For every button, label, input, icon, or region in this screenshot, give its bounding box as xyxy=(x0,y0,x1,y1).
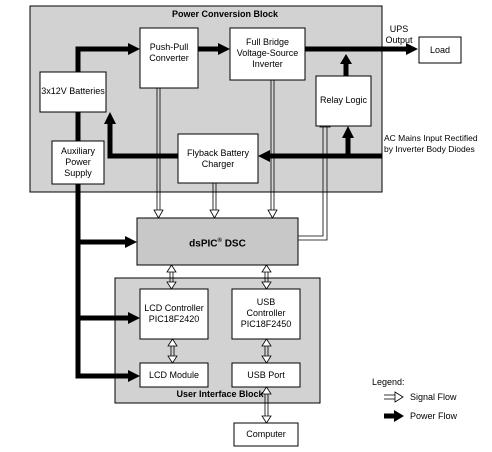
signal-arrowhead xyxy=(166,264,177,273)
signal-arrowhead xyxy=(261,264,272,273)
power-arrowhead xyxy=(258,150,270,162)
power-arrowhead xyxy=(406,43,418,55)
power-arrowhead xyxy=(340,54,352,64)
computer-box xyxy=(233,422,299,447)
legend-power-arrow-icon xyxy=(394,410,404,422)
dsc-label: dsPIC® DSC xyxy=(137,236,298,249)
power-arrowhead xyxy=(125,236,137,248)
signal-arrowhead xyxy=(261,386,272,395)
usb-controller-label: USB Controller PIC18F2450 xyxy=(240,297,292,329)
aux-supply-label: Auxiliary Power Supply xyxy=(60,146,95,178)
legend-symbols xyxy=(384,391,404,422)
power-conversion-title: Power Conversion Block xyxy=(171,9,279,19)
legend-signal-label: Signal Flow xyxy=(410,392,457,402)
dsc-suffix: DSC xyxy=(221,238,246,250)
computer-label: Computer xyxy=(246,429,286,439)
signal-arrowhead xyxy=(261,338,272,347)
power-line-battery-to-pushpull xyxy=(75,46,130,72)
lcd-controller-label: LCD Controller PIC18F2420 xyxy=(144,303,204,324)
ups-output-label: UPS Output xyxy=(385,24,413,45)
dsc-name: dsPIC xyxy=(189,238,218,250)
signal-arrowhead xyxy=(167,338,178,347)
legend-signal-arrow-icon xyxy=(394,391,404,403)
power-arrowhead xyxy=(128,312,140,324)
legend-power-label: Power Flow xyxy=(410,411,458,421)
power-arrowhead xyxy=(218,43,230,55)
signal-arrowhead xyxy=(261,281,272,290)
dsc-box xyxy=(136,217,299,266)
lcd-module-box xyxy=(139,362,209,388)
signal-arrowhead xyxy=(261,355,272,364)
relay-logic-box xyxy=(315,75,372,127)
push-pull-label: Push-Pull Converter xyxy=(149,42,189,63)
usb-port-label: USB Port xyxy=(247,370,285,380)
power-arrowhead xyxy=(128,43,140,55)
lcd-controller-box xyxy=(139,288,209,340)
signal-arrowhead xyxy=(153,209,164,219)
power-line-aux-trunk xyxy=(75,184,130,379)
signal-flow-lines xyxy=(153,80,331,424)
load-box xyxy=(418,36,462,64)
dsc-registered-mark: ® xyxy=(217,238,222,244)
signal-arrowhead xyxy=(261,415,272,424)
signal-arrowhead xyxy=(267,209,278,219)
push-pull-box xyxy=(139,27,199,89)
signal-arrowhead xyxy=(166,281,177,290)
load-label: Load xyxy=(429,45,451,55)
power-arrowhead xyxy=(128,370,140,382)
lcd-module-label: LCD Module xyxy=(148,370,200,380)
ac-mains-label: AC Mains Input Rectified by Inverter Bod… xyxy=(384,133,478,154)
power-arrowhead xyxy=(104,112,116,124)
flyback-box xyxy=(177,133,259,184)
usb-port-box xyxy=(231,362,301,388)
power-flow-lines xyxy=(75,43,418,382)
signal-arrowhead xyxy=(209,209,220,219)
flyback-label: Flyback Battery Charger xyxy=(186,148,250,169)
inverter-label: Full Bridge Voltage-Source Inverter xyxy=(236,37,299,69)
user-interface-title: User Interface Block xyxy=(176,389,264,399)
power-arrowhead xyxy=(342,126,354,138)
batteries-label: 3x12V Batteries xyxy=(41,86,105,96)
usb-controller-box xyxy=(231,288,301,340)
power-line-flyback-to-battery xyxy=(107,122,178,159)
batteries-box xyxy=(39,71,107,113)
relay-logic-label: Relay Logic xyxy=(319,95,368,105)
legend-title: Legend: xyxy=(372,377,405,387)
inverter-box xyxy=(229,27,306,81)
aux-supply-box xyxy=(51,140,105,185)
signal-arrowhead xyxy=(167,355,178,364)
